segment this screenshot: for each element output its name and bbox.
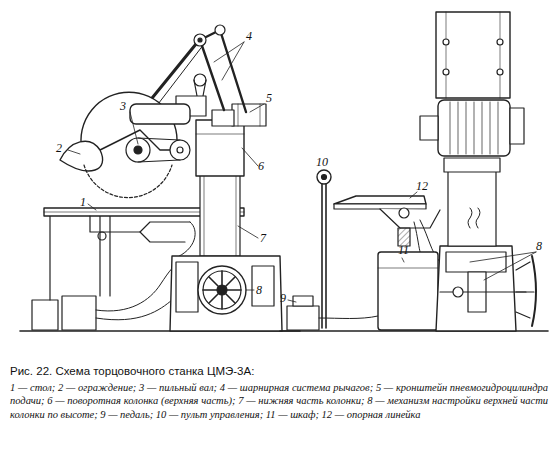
callout-number: 6 (258, 160, 264, 172)
callout-number: 8 (256, 284, 262, 296)
callout-number: 11 (398, 244, 409, 256)
callout-number: 4 (246, 30, 252, 42)
callout-number: 5 (266, 92, 272, 104)
callout-number: 7 (260, 232, 266, 244)
callout-number: 3 (120, 100, 126, 112)
callout-number: 8 (536, 240, 542, 252)
callout-number: 1 (80, 196, 86, 208)
callout-number: 12 (416, 180, 428, 192)
figure-caption: Рис. 22. Схема торцовочного станка ЦМЭ-3… (10, 366, 548, 378)
callout-number: 9 (280, 292, 286, 304)
callout-number: 10 (316, 156, 328, 168)
parts-key: 1 — стол; 2 — ограждение; 3 — пильный ва… (10, 381, 548, 422)
callout-number: 2 (56, 142, 62, 154)
